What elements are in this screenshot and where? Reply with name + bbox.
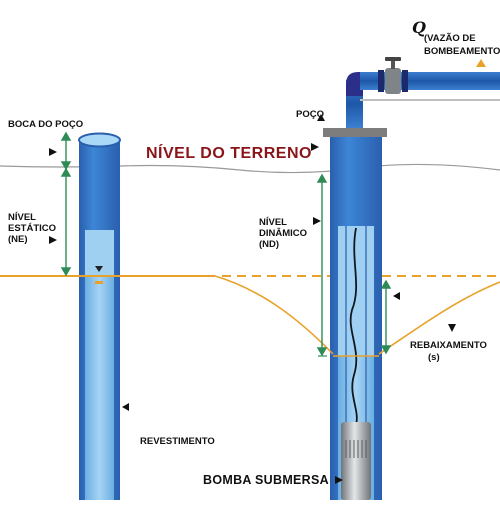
static-well-mouth	[78, 132, 121, 148]
pump-cable	[349, 227, 358, 426]
pump-grille	[345, 440, 367, 458]
discharge-pipe	[346, 57, 500, 128]
valve-stem	[391, 60, 395, 69]
pipe-flange	[378, 70, 384, 92]
static-level-marker	[95, 266, 103, 272]
pointer-revestimento	[122, 403, 129, 411]
label-nivel-do-terreno: NÍVEL DO TERRENO	[146, 145, 312, 162]
pointer-arrows	[49, 114, 456, 484]
pointer-rebaix-cone	[393, 292, 400, 300]
label-nivel-dinamico-3: (ND)	[259, 239, 280, 250]
pointer-rebaixamento	[448, 324, 456, 332]
pointer-dinamico	[313, 217, 321, 225]
static-well-water	[85, 276, 114, 500]
label-rebaixamento-2: (s)	[428, 352, 440, 363]
label-nivel-dinamico-1: NÍVEL	[259, 217, 287, 228]
label-bomba-submersa: BOMBA SUBMERSA	[203, 473, 329, 487]
valve-handle	[385, 57, 401, 61]
vazao-marker	[476, 59, 486, 67]
label-vazao-2: BOMBEAMENTO)	[424, 46, 500, 57]
static-level-tick	[95, 281, 103, 284]
cone-of-depression-left	[214, 275, 334, 355]
label-vazao-1: (VAZÃO DE	[424, 33, 476, 44]
label-nivel-estatico-2: ESTÁTICO	[8, 223, 57, 234]
static-well	[78, 132, 121, 500]
label-poco: POÇO	[296, 109, 324, 120]
label-revestimento: REVESTIMENTO	[140, 436, 215, 447]
pointer-poco	[317, 114, 325, 121]
pointer-boca	[49, 148, 57, 156]
pipe-flange-2	[402, 70, 408, 92]
pumping-well-cap	[323, 128, 387, 137]
pointer-bomba	[335, 476, 343, 484]
valve-body	[385, 68, 401, 94]
label-vazao-symbol: Q	[412, 18, 426, 37]
submersible-pump	[341, 422, 371, 500]
cone-of-depression-right	[378, 281, 500, 355]
label-nivel-estatico-1: NÍVEL	[8, 212, 36, 223]
pointer-terreno	[311, 143, 319, 151]
terrain-line	[0, 163, 500, 174]
label-nivel-estatico-3: (NE)	[8, 234, 28, 245]
label-rebaixamento-1: REBAIXAMENTO	[410, 340, 487, 351]
pumping-well	[323, 128, 387, 500]
label-boca-do-poco: BOCA DO POÇO	[8, 119, 84, 130]
dimension-arrows	[60, 131, 392, 357]
pointer-estatico	[49, 236, 57, 244]
label-nivel-dinamico-2: DINÂMICO	[259, 228, 308, 239]
